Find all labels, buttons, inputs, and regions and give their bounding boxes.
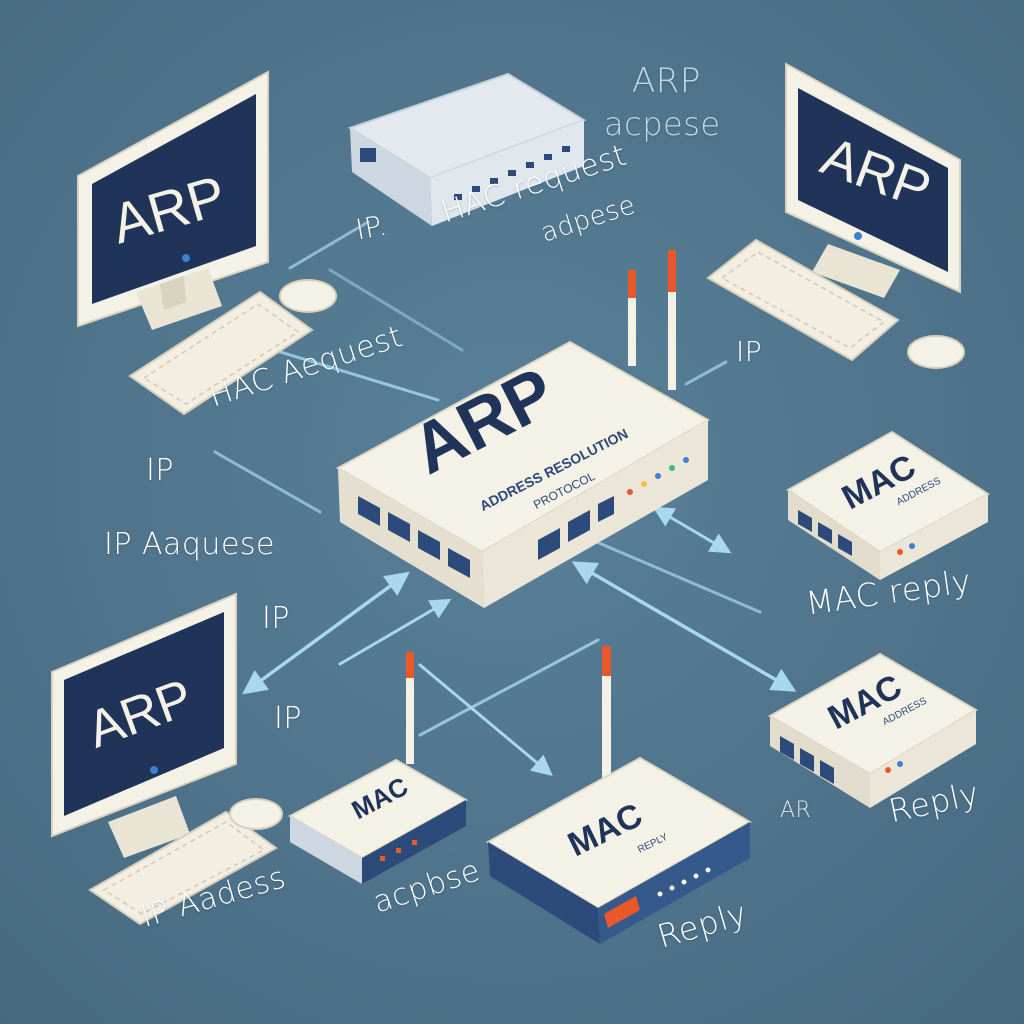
label-acpese-top: acpese [604, 105, 721, 143]
monitor-icon [785, 62, 961, 298]
computer-bottom-left: ARP [51, 592, 283, 926]
label-arp-top: ARP [632, 61, 701, 101]
wireless-router-icon [485, 646, 753, 944]
link-switch-mac-reply [590, 538, 762, 614]
wireless-router-icon [287, 652, 469, 884]
link-router-switch [328, 268, 464, 352]
keyboard-icon [128, 290, 314, 416]
arrow-switch-mac2 [571, 561, 797, 692]
switch-icon [347, 72, 587, 226]
label-ip-center-1: IP [262, 601, 290, 636]
mouse-icon [229, 798, 283, 830]
label-ip-right: IP [736, 335, 763, 368]
router-bottom: MAC REPLY [485, 646, 753, 944]
label-ip-aaquese: IP Aaquese [104, 527, 275, 562]
monitor-icon [77, 70, 269, 330]
router-bottom-left: MAC [287, 652, 469, 884]
computer-top-right: ARP [706, 62, 965, 369]
link-right-ip [684, 360, 728, 386]
arrow-to-router [418, 663, 553, 777]
keyboard-icon [706, 238, 900, 362]
arrow-switch-pc3b [338, 598, 452, 666]
keyboard-icon [88, 810, 278, 926]
switch-icon [767, 652, 978, 808]
mac-device-right-top: MAC ADDRESS [786, 430, 990, 580]
mac-device-right-bottom: MAC ADDRESS [767, 652, 978, 808]
label-ip-mid: IP. [353, 208, 390, 247]
computer-top-left: ARP [77, 70, 337, 416]
switch-icon [335, 340, 711, 608]
mouse-icon [907, 335, 965, 369]
link-left-ip [213, 450, 322, 514]
label-ip-left: IP [146, 453, 174, 488]
link-router-switch-2 [418, 638, 600, 737]
antenna-icon [628, 250, 676, 390]
mouse-icon [279, 279, 337, 313]
label-ip-center-2: IP [274, 701, 302, 736]
switch-icon [786, 430, 990, 580]
arrow-switch-mac1 [652, 506, 732, 554]
label-arp-small: AR [780, 798, 812, 823]
arrow-switch-pc3 [242, 571, 410, 695]
top-router [347, 72, 587, 226]
monitor-icon [51, 592, 237, 858]
link-topleft-router [288, 220, 370, 270]
